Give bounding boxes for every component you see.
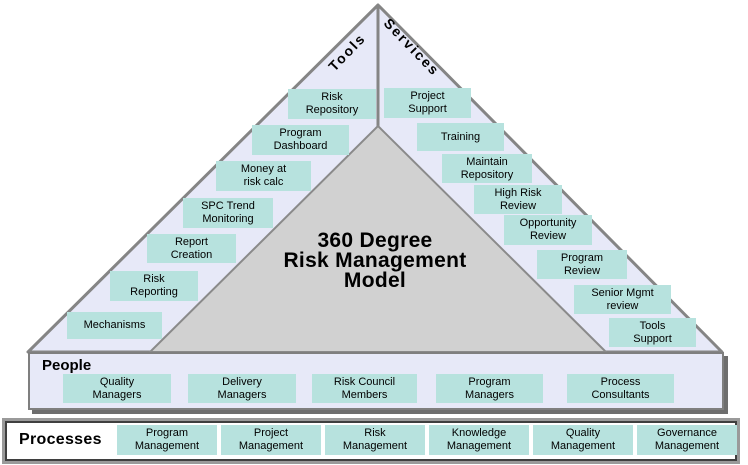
- processes-band: Processes: [5, 421, 737, 461]
- diagram-title: 360 Degree Risk Management Model: [283, 229, 467, 292]
- people-band: People: [28, 352, 724, 410]
- people-band-label: People: [42, 357, 92, 374]
- processes-band-label: Processes: [19, 431, 102, 448]
